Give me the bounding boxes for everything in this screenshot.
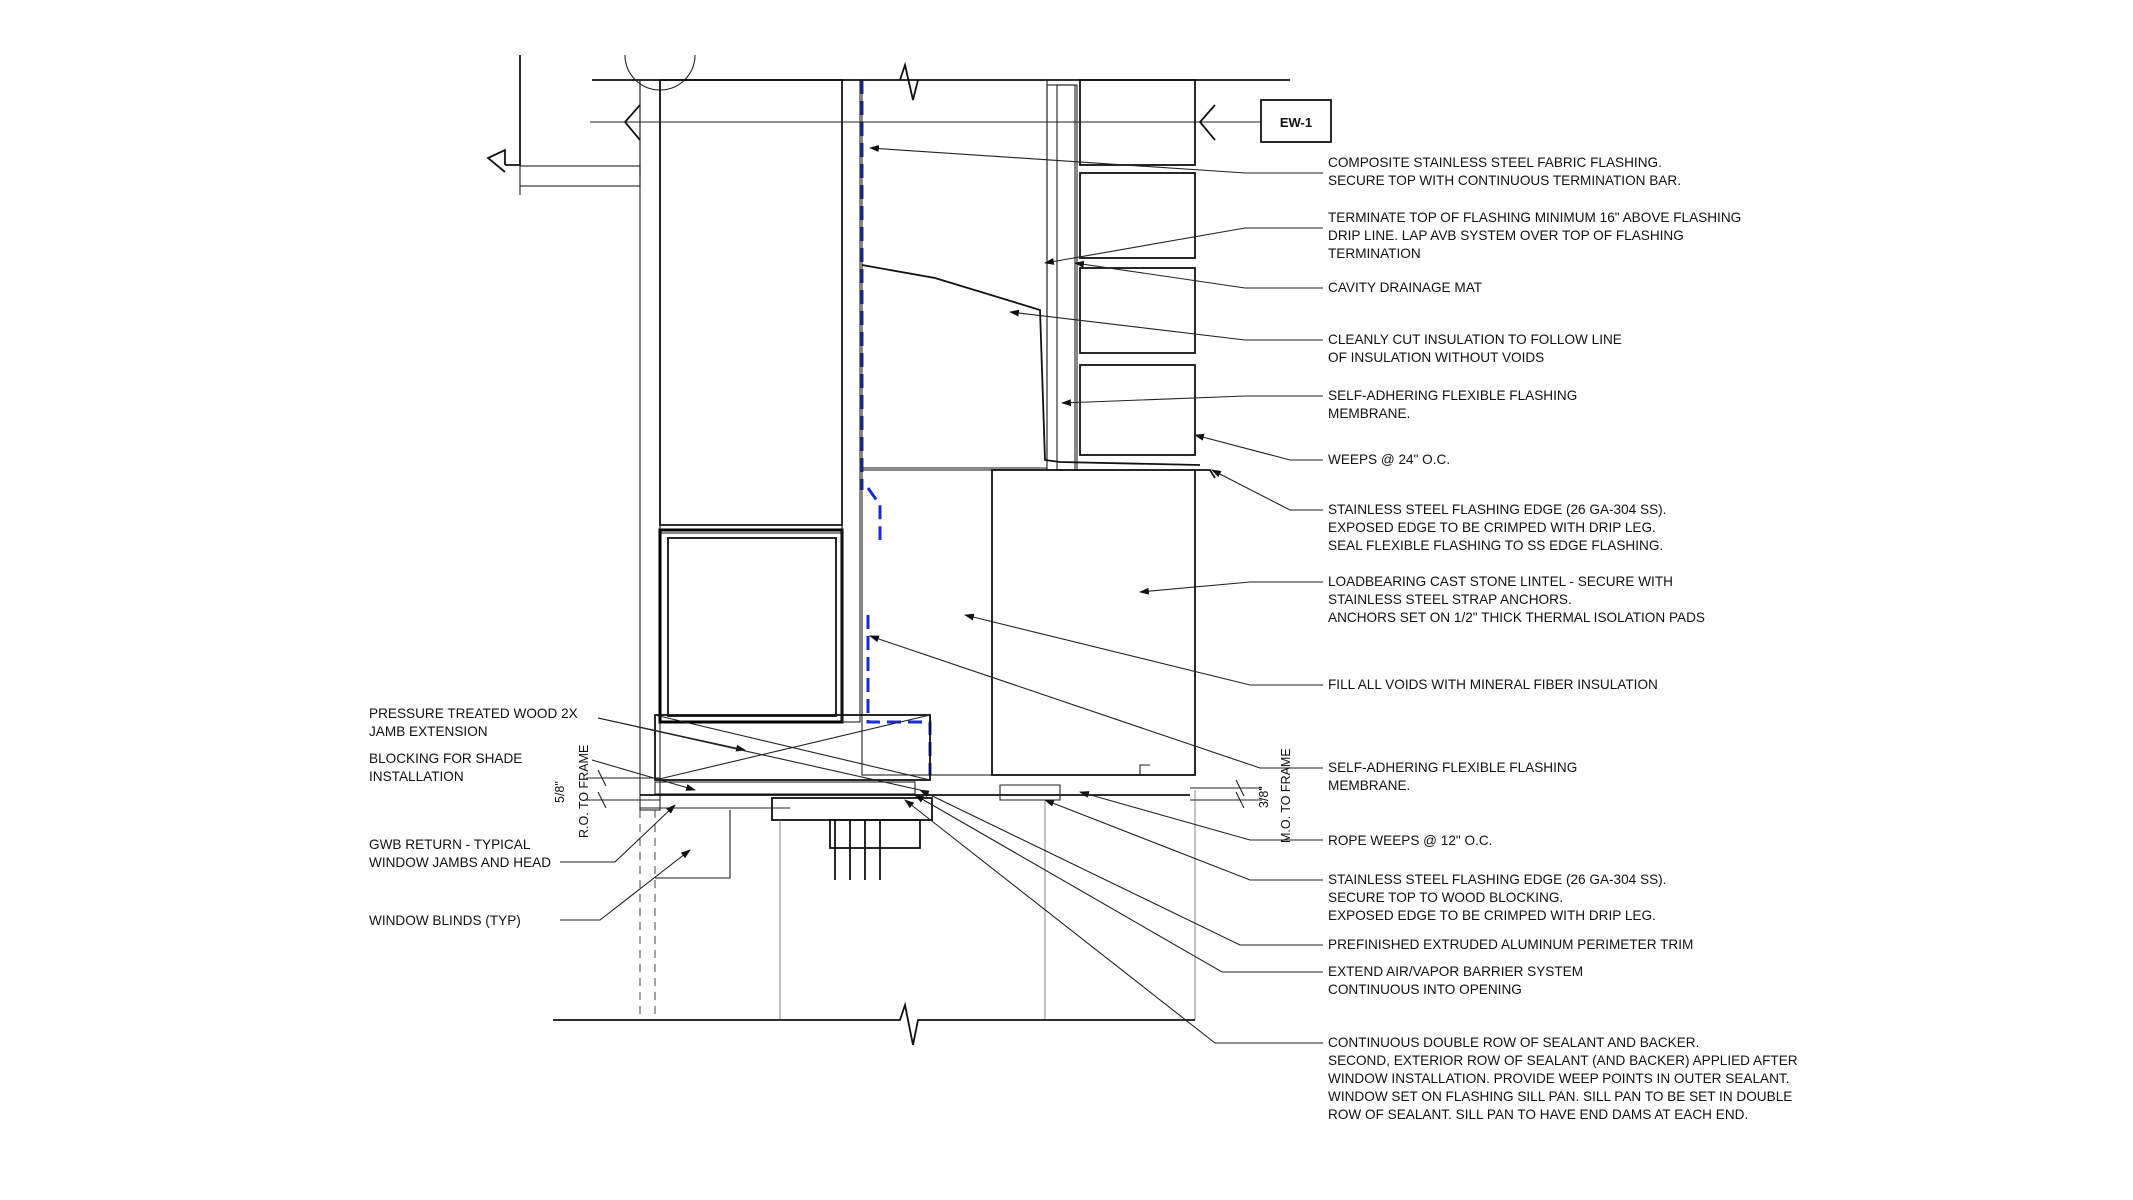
note-ss-flashing-edge-upper: STAINLESS STEEL FLASHING EDGE (26 GA-304… xyxy=(1328,502,1670,553)
note-fill-voids: FILL ALL VOIDS WITH MINERAL FIBER INSULA… xyxy=(1328,677,1658,692)
note-terminate-flashing: TERMINATE TOP OF FLASHING MINIMUM 16" AB… xyxy=(1328,210,1745,261)
note-weeps: WEEPS @ 24" O.C. xyxy=(1328,452,1450,467)
note-window-blinds: WINDOW BLINDS (TYP) xyxy=(369,913,521,928)
note-jamb-extension: PRESSURE TREATED WOOD 2X JAMB EXTENSION xyxy=(369,706,582,739)
section-tag: EW-1 xyxy=(1280,115,1312,130)
note-fabric-flashing: COMPOSITE STAINLESS STEEL FABRIC FLASHIN… xyxy=(1328,155,1681,188)
note-extend-avb: EXTEND AIR/VAPOR BARRIER SYSTEM CONTINUO… xyxy=(1328,964,1587,997)
dim-left-label: R.O. TO FRAME xyxy=(577,745,591,838)
note-cut-insulation: CLEANLY CUT INSULATION TO FOLLOW LINE OF… xyxy=(1328,332,1626,365)
note-rope-weeps: ROPE WEEPS @ 12" O.C. xyxy=(1328,833,1492,848)
section-geometry xyxy=(486,54,1332,1046)
left-notes: PRESSURE TREATED WOOD 2X JAMB EXTENSION … xyxy=(369,706,582,928)
note-cast-stone-lintel: LOADBEARING CAST STONE LINTEL - SECURE W… xyxy=(1328,574,1705,625)
right-notes: COMPOSITE STAINLESS STEEL FABRIC FLASHIN… xyxy=(1328,155,1801,1122)
note-flexible-flashing-upper: SELF-ADHERING FLEXIBLE FLASHING MEMBRANE… xyxy=(1328,388,1581,421)
dimensions: 5/8" R.O. TO FRAME 3/8" M.O. TO FRAME xyxy=(553,745,1293,843)
note-aluminum-trim: PREFINISHED EXTRUDED ALUMINUM PERIMETER … xyxy=(1328,937,1693,952)
dim-left-value: 5/8" xyxy=(553,781,567,803)
dim-right-value: 3/8" xyxy=(1257,786,1271,808)
leader-lines xyxy=(560,145,1323,1044)
note-ss-flashing-edge-lower: STAINLESS STEEL FLASHING EDGE (26 GA-304… xyxy=(1328,872,1670,923)
note-flexible-flashing-lower: SELF-ADHERING FLEXIBLE FLASHING MEMBRANE… xyxy=(1328,760,1581,793)
note-sealant-and-sill-pan: CONTINUOUS DOUBLE ROW OF SEALANT AND BAC… xyxy=(1328,1035,1801,1122)
note-cavity-drainage-mat: CAVITY DRAINAGE MAT xyxy=(1328,280,1482,295)
note-shade-blocking: BLOCKING FOR SHADE INSTALLATION xyxy=(369,751,526,784)
note-gwb-return: GWB RETURN - TYPICAL WINDOW JAMBS AND HE… xyxy=(369,837,551,870)
dim-right-label: M.O. TO FRAME xyxy=(1279,748,1293,843)
